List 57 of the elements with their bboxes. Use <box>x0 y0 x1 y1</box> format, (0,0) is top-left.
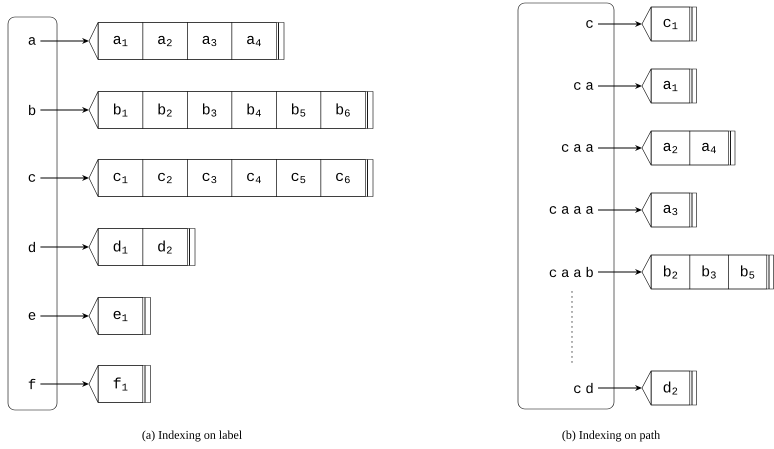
rounded-box <box>518 2 614 410</box>
caption: (a) Indexing on label <box>142 430 242 442</box>
list-cell: b$_{3}$ <box>187 91 232 129</box>
list-box <box>642 370 697 406</box>
rounded-box <box>8 16 58 410</box>
key-label: c a <box>574 82 594 90</box>
list-cell: a$_{4}$ <box>690 130 729 166</box>
list-cell: c$_{1}$ <box>98 159 144 197</box>
key-label: f <box>28 378 36 390</box>
list-cell: b$_{5}$ <box>728 254 768 290</box>
list-box <box>88 228 196 266</box>
list-box <box>88 297 151 335</box>
list-cell: c$_{4}$ <box>232 159 277 197</box>
list-box <box>88 159 374 197</box>
key-label: b <box>29 104 36 116</box>
list-box <box>642 130 736 166</box>
list-cell: a$_{1}$ <box>98 22 144 60</box>
list-box <box>642 6 697 42</box>
key-label: d <box>28 242 35 252</box>
list-cell: c$_{1}$ <box>651 6 690 42</box>
list-cell: b$_{1}$ <box>98 91 144 129</box>
list-cell: c$_{6}$ <box>320 159 366 197</box>
list-cell: a$_{2}$ <box>142 22 188 60</box>
list-cell: e$_{1}$ <box>98 297 144 335</box>
key-label: c a a <box>562 144 594 152</box>
list-box <box>642 254 774 290</box>
key-label: e <box>28 312 36 320</box>
list-box <box>642 68 697 104</box>
key-label: c a a b <box>550 266 593 278</box>
list-cell: a$_{2}$ <box>651 130 690 166</box>
list-cell: f$_{1}$ <box>98 365 144 403</box>
list-cell: a$_{4}$ <box>232 22 277 60</box>
list-cell: b$_{2}$ <box>651 254 690 290</box>
key-label: c d <box>574 382 593 394</box>
list-cell: b$_{5}$ <box>276 91 322 129</box>
list-box <box>88 22 284 60</box>
key-label: a <box>28 37 36 45</box>
list-cell: b$_{6}$ <box>320 91 366 129</box>
list-cell: a$_{1}$ <box>651 68 690 104</box>
list-box <box>642 192 697 228</box>
list-cell: d$_{2}$ <box>651 370 690 406</box>
list-box <box>88 365 151 403</box>
list-cell: b$_{2}$ <box>142 91 188 129</box>
key-label: c <box>586 20 593 28</box>
list-box <box>88 91 374 129</box>
list-cell: a$_{3}$ <box>651 192 690 228</box>
list-cell: c$_{3}$ <box>187 159 232 197</box>
list-cell: d$_{1}$ <box>98 228 144 266</box>
list-cell: c$_{2}$ <box>142 159 188 197</box>
list-cell: b$_{4}$ <box>232 91 277 129</box>
key-label: c <box>28 174 36 182</box>
list-cell: c$_{5}$ <box>276 159 322 197</box>
list-cell: a$_{3}$ <box>187 22 232 60</box>
list-cell: b$_{3}$ <box>690 254 729 290</box>
list-cell: d$_{2}$ <box>142 228 188 266</box>
caption: (b) Indexing on path <box>562 430 660 442</box>
key-label: c a a a <box>550 206 594 214</box>
